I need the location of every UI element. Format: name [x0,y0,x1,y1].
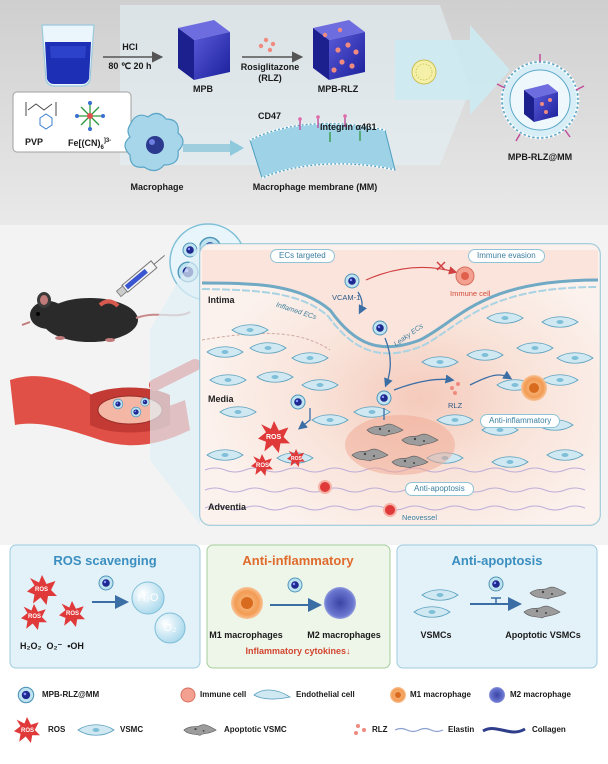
label-immune-cell: Immune cell [450,289,491,298]
legend-endothelial: Endothelial cell [296,690,355,699]
fe-main: Fe[(CN) [68,138,101,148]
vesicle-icon [411,59,437,85]
label-adventitia: Adventia [208,502,247,512]
label-species: H₂O₂ O₂⁻ •OH [20,641,84,652]
rlz-dots [258,37,276,53]
species-o2: O₂⁻ [46,641,63,651]
species-oh: •OH [67,641,84,651]
label-hcl: HCl [122,42,138,52]
tissue-ros-label-3: ROS [291,456,302,462]
pvp-structure [25,102,57,130]
legend-elastin: Elastin [448,725,475,734]
fe-cn-structure [75,101,105,131]
label-neovessel: Neovessel [402,513,438,522]
label-macrophage: Macrophage [130,182,184,192]
label-pvp: PVP [25,137,44,147]
label-cytokines: Inflammatory cytokines↓ [245,646,351,656]
label-rlz-abbr: (RLZ) [258,73,282,83]
beaker [41,24,95,87]
mouse [21,292,191,342]
tissue-ros-label-1: ROS [266,434,282,441]
pill-anti-inflammatory: Anti-inflammatory [480,414,561,428]
mpb-cube [178,20,230,80]
label-apoptotic-vsmcs: Apoptotic VSMCs [505,630,581,640]
fe-sup: ]3- [103,138,112,144]
legend-m2: M2 macrophage [510,690,571,699]
panel-ros-label-3: ROS [66,611,80,617]
label-vcam: VCAM-1 [332,293,361,302]
species-h2o2: H₂O₂ [20,641,42,651]
panel-ros [9,544,201,669]
panel-apop [396,544,598,669]
label-media: Media [208,394,234,404]
pill-anti-apoptosis: Anti-apoptosis [405,482,474,496]
funnel-arrow [395,25,510,115]
mpb-rlz-cube [313,20,365,80]
panel-inflam [206,544,391,669]
label-rlz: RLZ [448,401,463,410]
label-integrin: Integrin α4β1 [320,122,377,132]
apoptotic-cluster [345,415,455,475]
neovessel-dots [318,480,397,517]
panel-ros-title: ROS scavenging [53,553,157,568]
syringe [115,254,165,298]
panel-ros-label-2: ROS [28,614,42,620]
label-mpb: MPB [193,84,213,94]
label-rosiglitazone: Rosiglitazone [240,62,300,72]
label-intima: Intima [208,295,235,305]
membrane-sheet [249,114,396,179]
legend-ros-icon-text: ROS [21,728,35,734]
fe-sub: 6 [100,144,104,151]
label-h2o: H₂O [137,592,159,604]
mpb-rlz-mm-particle [496,54,585,142]
legend-vsmc: VSMC [120,725,144,734]
legend-collagen: Collagen [532,725,566,734]
macrophage-cell [124,112,184,172]
label-fe-complex: Fe[(CN)6]3- [68,136,111,154]
label-m1: M1 macrophages [209,630,283,640]
label-final-particle: MPB-RLZ@MM [507,152,573,162]
label-membrane: Macrophage membrane (MM) [252,182,378,192]
tissue-ros-label-2: ROS [256,463,270,469]
label-conditions: 80 ℃ 20 h [108,61,152,71]
label-mpb-rlz: MPB-RLZ [317,84,359,94]
label-vsmcs: VSMCs [420,630,452,640]
label-cd47: CD47 [258,111,282,121]
label-m2: M2 macrophages [307,630,381,640]
legend-immune-cell: Immune cell [200,690,247,699]
legend-m1: M1 macrophage [410,690,471,699]
pill-immune-evasion: Immune evasion [468,249,545,263]
legend-rlz: RLZ [372,725,388,734]
tissue-rlz-dots [450,382,460,395]
legend-mpb-rlz-mm: MPB-RLZ@MM [42,690,100,699]
immune-cell-top [455,266,475,286]
legend-icons [14,686,526,743]
label-o2: O₂ [163,622,177,634]
panel-ros-label-1: ROS [35,587,49,593]
pill-ecs-targeted: ECs targeted [270,249,335,263]
legend-ros: ROS [48,725,66,734]
legend-apoptotic-vsmc: Apoptotic VSMC [224,725,287,734]
panel-inflam-title: Anti-inflammatory [242,553,354,568]
panel-apop-title: Anti-apoptosis [451,553,543,568]
